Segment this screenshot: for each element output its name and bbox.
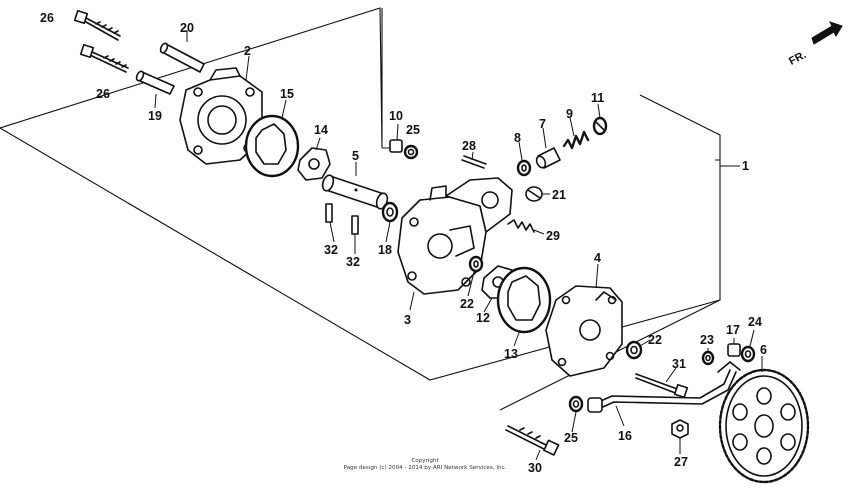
callout-18: 18 [378, 243, 392, 257]
callout-11: 11 [591, 91, 604, 105]
washer-24-icon [740, 345, 756, 363]
callout-19: 19 [148, 109, 162, 123]
dowel-pin-20-icon [159, 42, 205, 73]
bolt-26-lower-icon [79, 43, 129, 73]
washer-22-upper-icon [468, 255, 484, 273]
callout-8: 8 [514, 131, 521, 145]
plug-10-icon [389, 139, 403, 153]
callout-31: 31 [672, 357, 686, 371]
spring-29-icon [507, 219, 535, 233]
nut-27-icon [671, 419, 689, 439]
callout-30: 30 [528, 461, 542, 475]
callout-25-upper: 25 [406, 123, 420, 137]
callout-27: 27 [674, 455, 688, 469]
callout-2: 2 [244, 44, 251, 58]
callout-6: 6 [760, 343, 767, 357]
callout-29: 29 [546, 229, 560, 243]
outer-rotor-13-icon [496, 266, 552, 334]
callout-4: 4 [594, 251, 601, 265]
washer-25-upper-icon [403, 144, 419, 160]
callout-22-upper: 22 [460, 297, 474, 311]
pump-cover-4-icon [545, 285, 623, 377]
sprocket-6-icon [718, 368, 810, 484]
pump-housing-2-icon [179, 67, 263, 165]
callout-23: 23 [700, 333, 714, 347]
callout-10: 10 [389, 109, 403, 123]
washer-25-lower-icon [568, 395, 584, 413]
cap-21-icon [525, 186, 543, 202]
nut-8-icon [516, 159, 532, 177]
bolt-26-upper-icon [73, 9, 121, 41]
washer-23-icon [701, 350, 715, 366]
front-direction-arrow-icon: FR. [787, 21, 843, 68]
collar-17-icon [727, 343, 741, 357]
seal-18-icon [381, 201, 399, 223]
assembly-frame [0, 7, 721, 411]
bolt-11-icon [592, 116, 608, 136]
dowel-pin-19-icon [135, 70, 175, 95]
callout-9: 9 [566, 107, 573, 121]
callout-17: 17 [726, 323, 740, 337]
washer-22-lower-icon [625, 340, 643, 360]
callout-12: 12 [476, 311, 490, 325]
callout-26-lower: 26 [96, 87, 110, 101]
callout-16: 16 [618, 429, 632, 443]
copyright-line2: Page design (c) 2004 - 2014 by ARI Netwo… [344, 465, 507, 471]
callout-3: 3 [404, 313, 411, 327]
callout-32-right: 32 [346, 255, 360, 269]
callout-32-left: 32 [324, 243, 338, 257]
bolt-30-icon [505, 425, 560, 456]
oil-pipe-16-icon [587, 361, 741, 413]
callout-22-lower: 22 [648, 333, 662, 347]
leader-lines [154, 30, 763, 461]
callout-21: 21 [552, 188, 566, 202]
pump-body-3-icon [397, 177, 513, 295]
callout-25-lower: 25 [564, 431, 578, 445]
pin-32-left-icon [325, 203, 333, 223]
spring-9-icon [562, 130, 590, 150]
copyright-line1: Copyright [411, 458, 439, 464]
callout-20: 20 [180, 21, 194, 35]
callout-28: 28 [462, 139, 476, 153]
callout-15: 15 [280, 87, 294, 101]
pin-28-icon [461, 155, 487, 169]
callout-24: 24 [748, 315, 762, 329]
front-direction-label: FR. [787, 49, 808, 68]
inner-rotor-14-icon [297, 147, 331, 181]
outer-rotor-15-icon [244, 114, 300, 178]
callout-13: 13 [504, 347, 518, 361]
pin-32-right-icon [351, 215, 359, 235]
callout-7: 7 [539, 117, 546, 131]
callout-14: 14 [314, 123, 328, 137]
relief-valve-7-icon [535, 147, 561, 169]
callout-26-upper: 26 [40, 11, 54, 25]
bolt-31-icon [635, 373, 689, 399]
callout-5: 5 [352, 149, 359, 163]
pump-shaft-5-icon [321, 174, 389, 210]
callout-1: 1 [742, 159, 749, 173]
